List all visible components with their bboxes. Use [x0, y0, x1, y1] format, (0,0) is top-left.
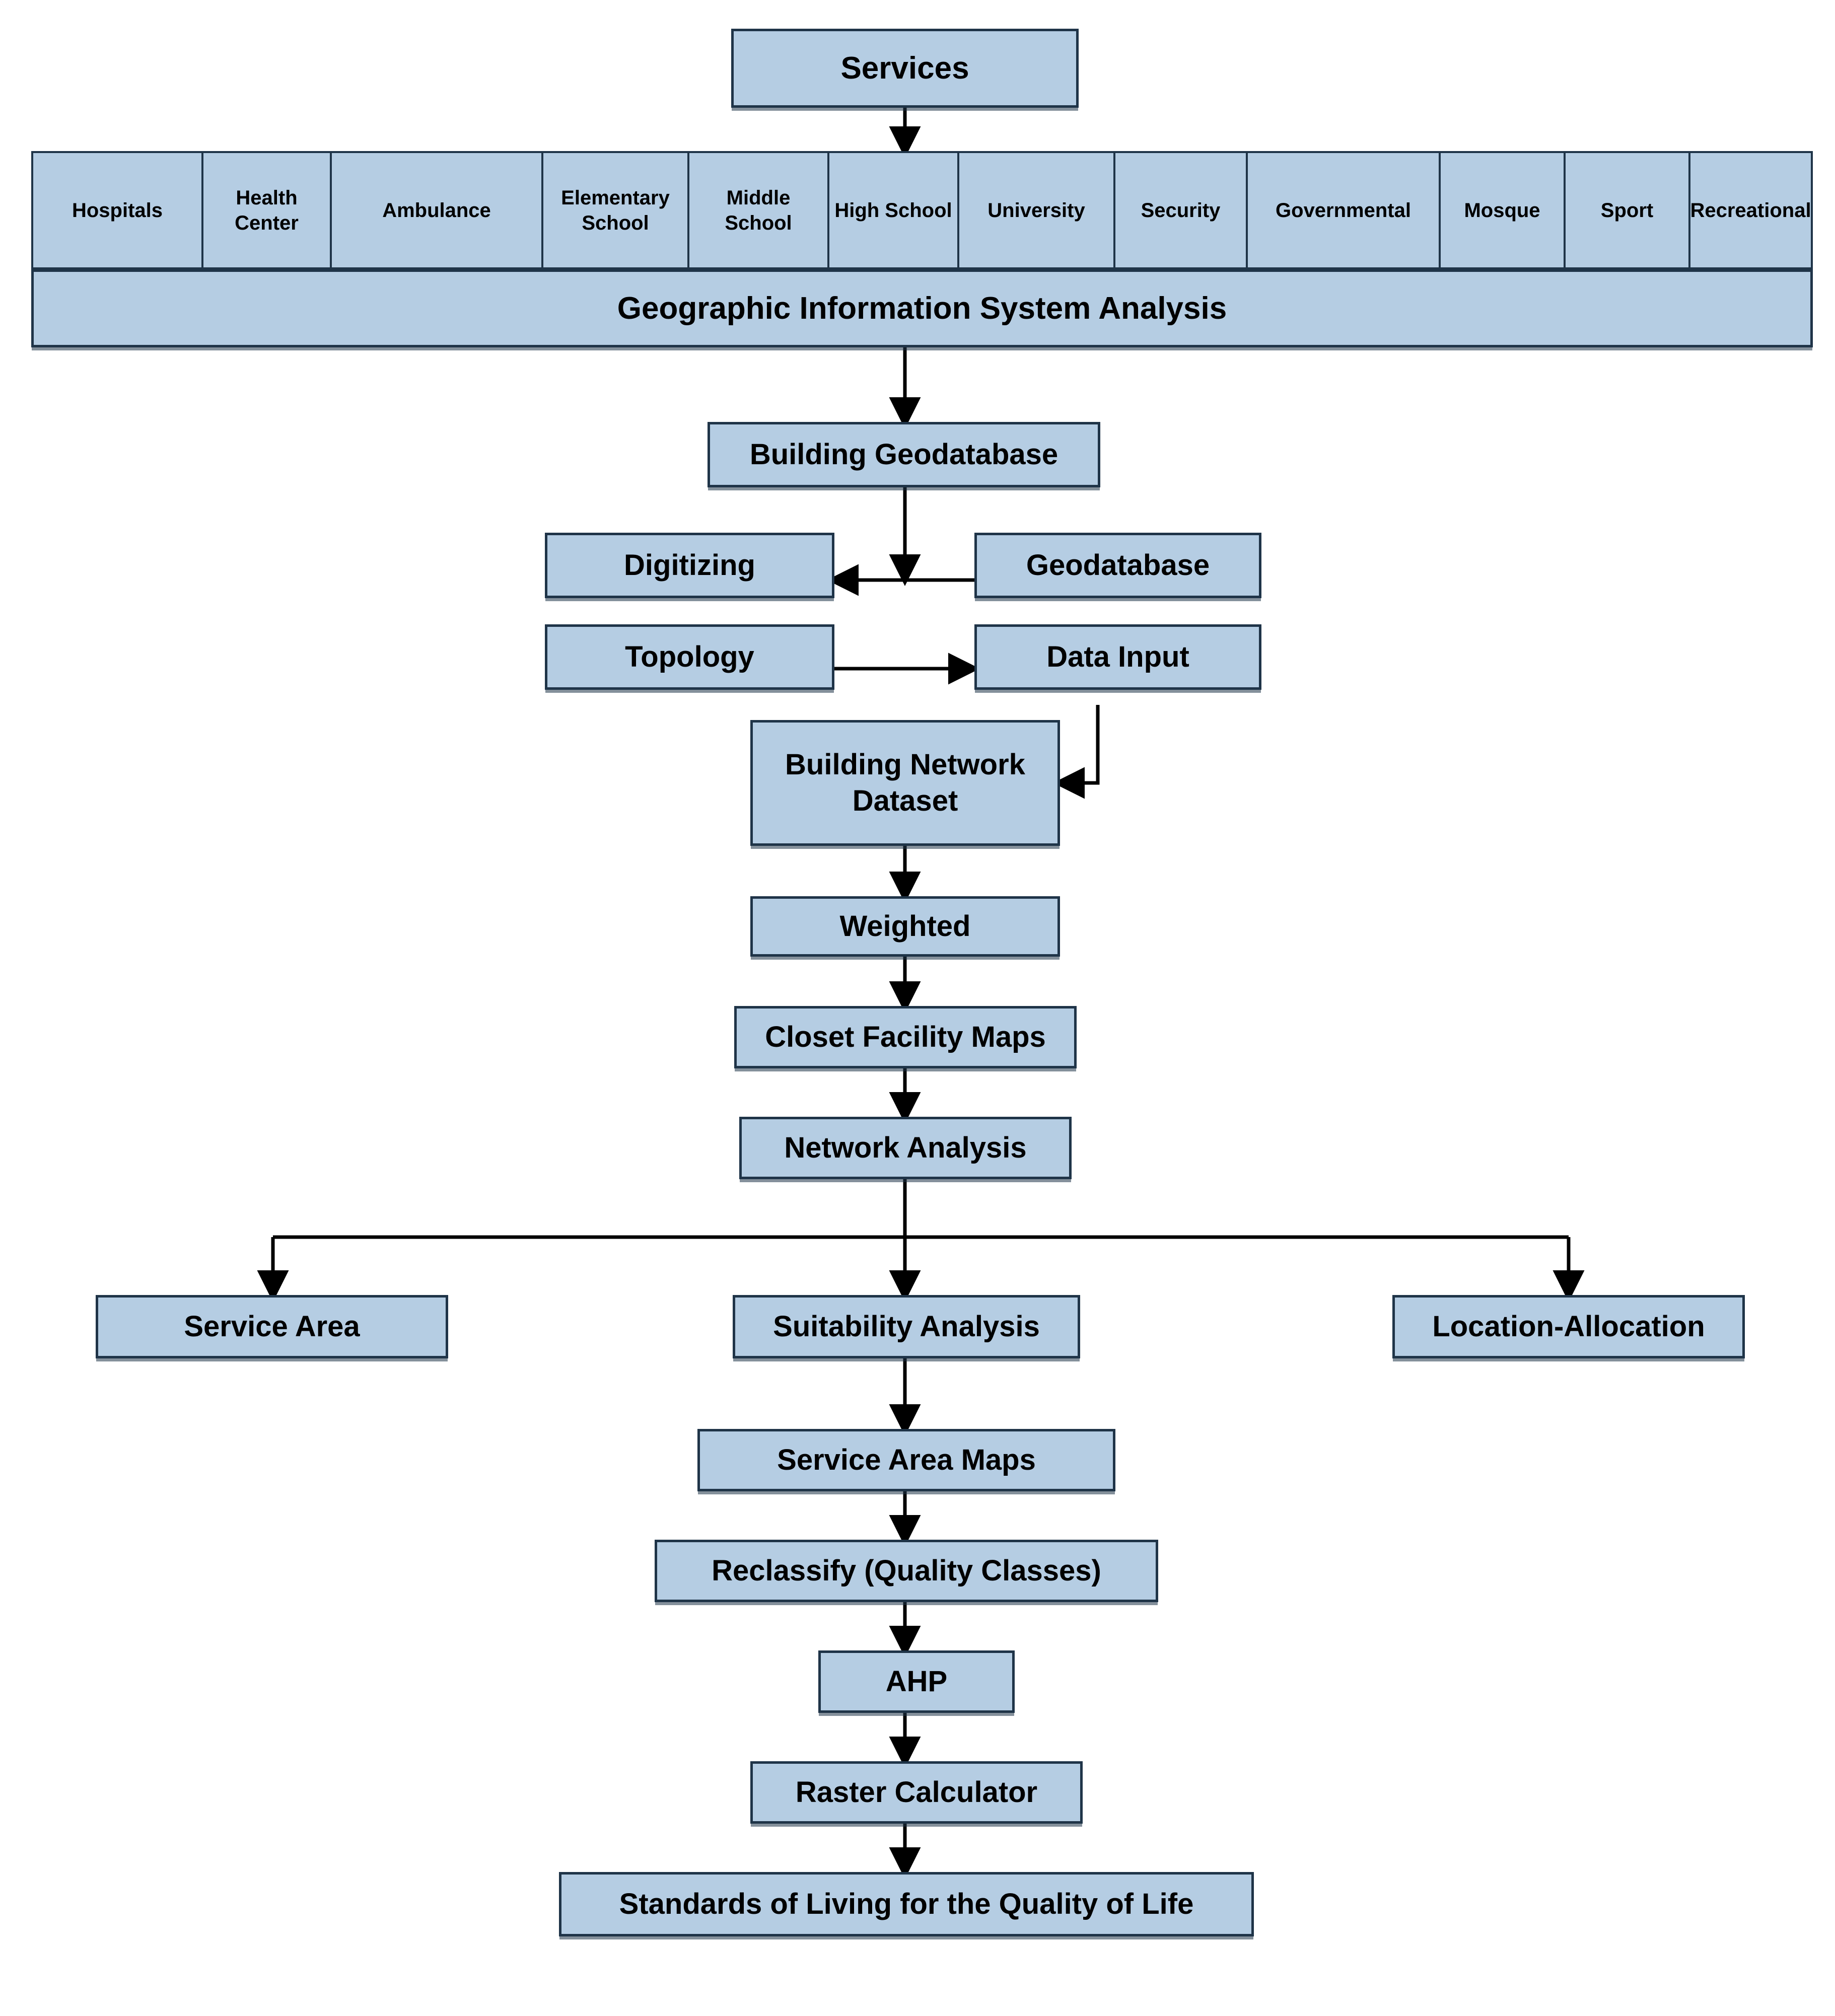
- service-ambulance[interactable]: Ambulance: [330, 151, 541, 269]
- node-building-network-dataset-label: Building Network Dataset: [785, 748, 1025, 818]
- service-label: High School: [834, 199, 952, 222]
- service-middle-school[interactable]: Middle School: [687, 151, 827, 269]
- node-digitizing-label: Digitizing: [624, 548, 755, 582]
- node-standards-of-living-label: Standards of Living for the Quality of L…: [619, 1887, 1194, 1920]
- node-services-label: Services: [840, 50, 969, 86]
- node-service-area-label: Service Area: [184, 1310, 360, 1343]
- node-geodatabase[interactable]: Geodatabase: [974, 533, 1261, 598]
- node-building-geodatabase-label: Building Geodatabase: [749, 438, 1058, 471]
- node-building-geodatabase[interactable]: Building Geodatabase: [708, 422, 1100, 487]
- node-ahp[interactable]: AHP: [818, 1650, 1015, 1713]
- node-raster-calculator[interactable]: Raster Calculator: [750, 1761, 1083, 1824]
- node-data-input-label: Data Input: [1046, 640, 1189, 673]
- service-label: University: [987, 199, 1085, 222]
- node-suitability-analysis-label: Suitability Analysis: [773, 1310, 1040, 1343]
- node-network-analysis[interactable]: Network Analysis: [739, 1117, 1072, 1179]
- node-weighted[interactable]: Weighted: [750, 896, 1060, 957]
- node-data-input[interactable]: Data Input: [974, 624, 1261, 690]
- node-gis-analysis[interactable]: Geographic Information System Analysis: [31, 269, 1813, 347]
- service-health-center[interactable]: Health Center: [201, 151, 330, 269]
- node-topology-label: Topology: [625, 640, 754, 673]
- node-gis-analysis-label: Geographic Information System Analysis: [617, 291, 1227, 326]
- service-security[interactable]: Security: [1113, 151, 1246, 269]
- service-label: Mosque: [1464, 199, 1540, 222]
- node-weighted-label: Weighted: [839, 909, 971, 943]
- services-row: Hospitals Health Center Ambulance Elemen…: [31, 151, 1813, 269]
- service-elementary-school[interactable]: Elementary School: [541, 151, 687, 269]
- service-high-school[interactable]: High School: [827, 151, 957, 269]
- node-raster-calculator-label: Raster Calculator: [795, 1775, 1038, 1809]
- service-sport[interactable]: Sport: [1564, 151, 1688, 269]
- service-label: Hospitals: [72, 199, 163, 222]
- node-network-analysis-label: Network Analysis: [784, 1131, 1027, 1164]
- service-governmental[interactable]: Governmental: [1246, 151, 1439, 269]
- node-digitizing[interactable]: Digitizing: [545, 533, 834, 598]
- node-service-area-maps[interactable]: Service Area Maps: [697, 1429, 1115, 1491]
- node-geodatabase-label: Geodatabase: [1026, 548, 1210, 582]
- service-label: Governmental: [1276, 199, 1411, 222]
- node-location-allocation-label: Location-Allocation: [1432, 1310, 1705, 1343]
- node-reclassify[interactable]: Reclassify (Quality Classes): [655, 1540, 1158, 1602]
- node-location-allocation[interactable]: Location-Allocation: [1392, 1295, 1745, 1358]
- node-closet-facility-maps-label: Closet Facility Maps: [765, 1020, 1046, 1053]
- service-label: Ambulance: [382, 199, 491, 222]
- service-university[interactable]: University: [957, 151, 1113, 269]
- service-hospitals[interactable]: Hospitals: [31, 151, 201, 269]
- node-ahp-label: AHP: [885, 1665, 948, 1698]
- service-recreational[interactable]: Recreational: [1688, 151, 1813, 269]
- service-label: Sport: [1600, 199, 1654, 222]
- service-mosque[interactable]: Mosque: [1439, 151, 1564, 269]
- service-label: Recreational: [1690, 199, 1811, 222]
- node-services[interactable]: Services: [731, 29, 1079, 108]
- node-reclassify-label: Reclassify (Quality Classes): [712, 1554, 1101, 1587]
- node-topology[interactable]: Topology: [545, 624, 834, 690]
- service-label: Middle School: [725, 186, 792, 234]
- node-closet-facility-maps[interactable]: Closet Facility Maps: [734, 1006, 1077, 1068]
- service-label: Elementary School: [561, 186, 670, 234]
- node-service-area-maps-label: Service Area Maps: [777, 1443, 1036, 1476]
- node-service-area[interactable]: Service Area: [96, 1295, 448, 1358]
- node-building-network-dataset[interactable]: Building Network Dataset: [750, 720, 1060, 846]
- service-label: Health Center: [235, 186, 299, 234]
- edge-datainput-to-networkdataset: [1053, 705, 1100, 799]
- node-suitability-analysis[interactable]: Suitability Analysis: [733, 1295, 1080, 1358]
- node-standards-of-living[interactable]: Standards of Living for the Quality of L…: [559, 1872, 1254, 1936]
- service-label: Security: [1141, 199, 1221, 222]
